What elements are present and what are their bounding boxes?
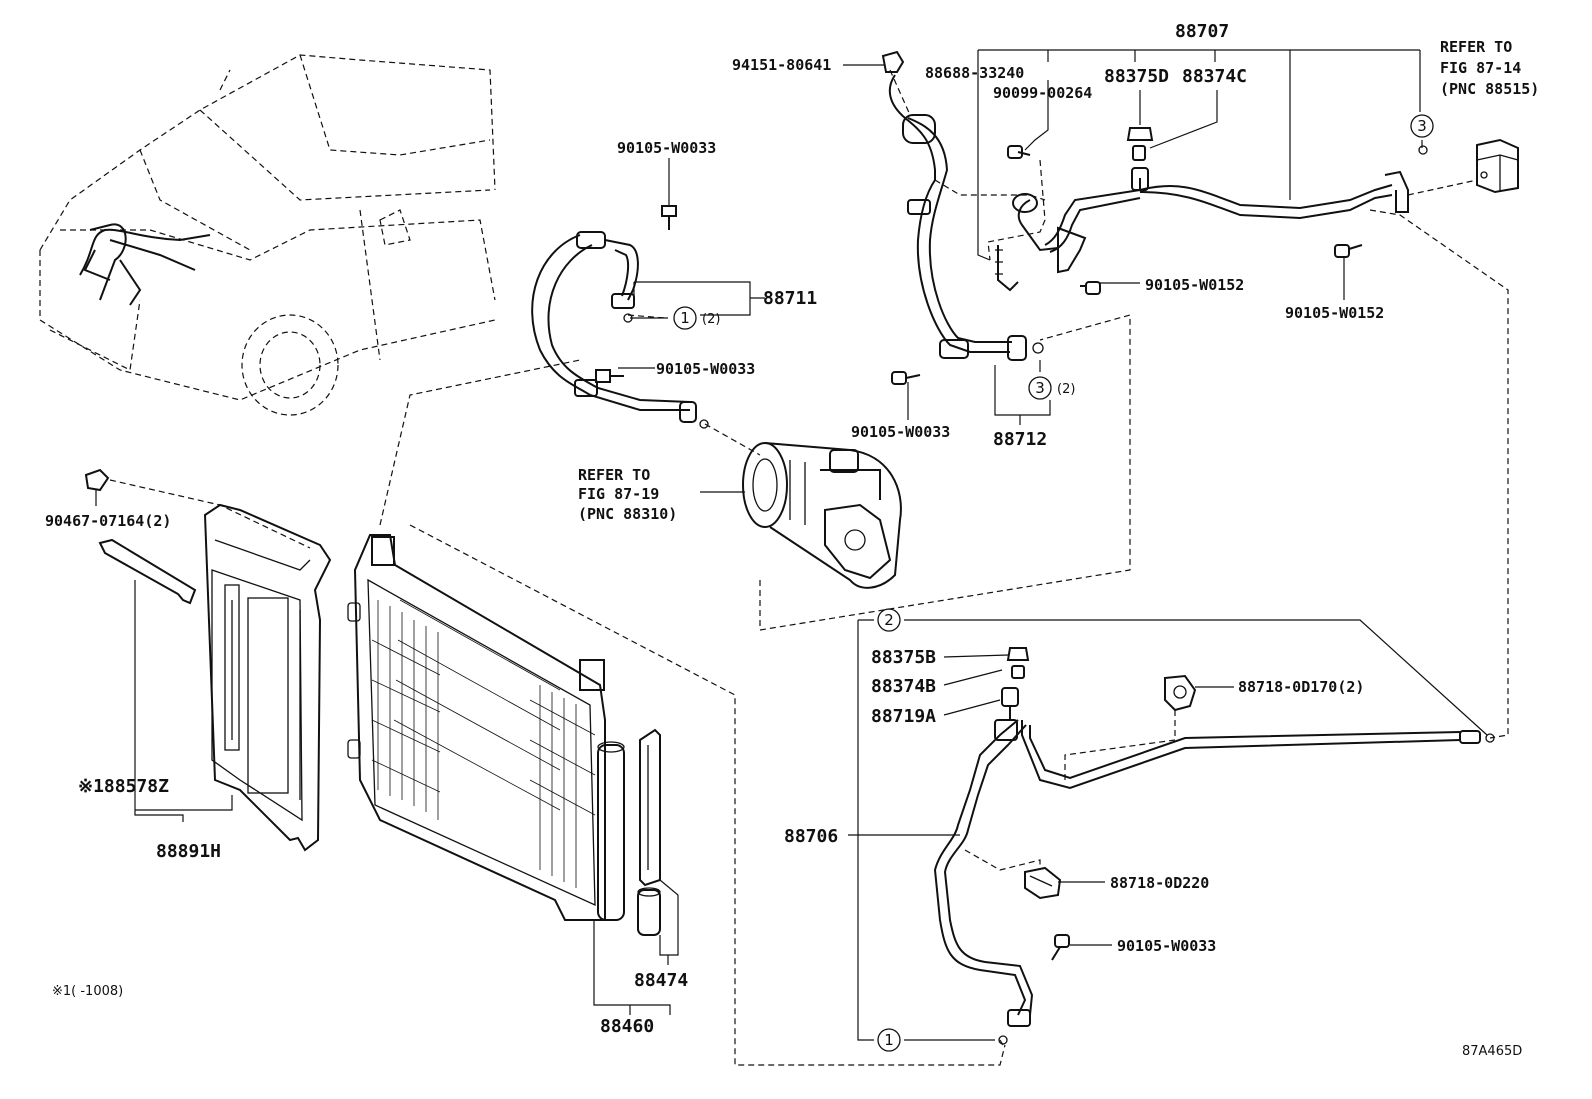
clip-90467 [84,468,110,492]
bolt-90105-w0033-d [1051,934,1070,961]
compressor [742,442,902,589]
callout-1-lower: 1 [877,1028,901,1052]
callout-2: 2 [877,608,901,632]
cap-88375B [1006,647,1030,661]
vehicle-illustration [39,54,496,416]
label-90105-w0152-a: 90105-W0152 [1145,276,1244,294]
label-refer-fig-87-14-line3: (PNC 88515) [1440,80,1539,98]
label-90105-w0033-d: 90105-W0033 [1117,937,1216,955]
pipe-clamp-88688 [995,245,1019,292]
label-88578Z: ※188578Z [78,776,169,797]
discharge-hose-88711 [531,231,709,429]
label-88688-33240: 88688-33240 [925,64,1024,82]
dryer-88474 [637,728,661,936]
label-88375D: 88375D [1104,66,1169,87]
suction-hose-88712 [888,74,1044,361]
footnote: ※1( -1008) [52,984,123,999]
seal-88578Z [98,538,197,605]
callout-1-upper: 1 [673,306,697,330]
bolt-90105-w0152-a [1080,281,1101,295]
condenser-hatch [371,599,596,888]
label-90467-07164: 90467-07164(2) [45,512,171,530]
clamp-88718-0D220 [1024,866,1062,900]
label-refer-fig-87-19-line3: (PNC 88310) [578,505,677,523]
label-refer-fig-87-19-line1: REFER TO [578,466,650,484]
label-88374C: 88374C [1182,66,1247,87]
reference-lines [109,69,1509,1066]
label-88374B: 88374B [871,676,936,697]
label-94151-80641: 94151-80641 [732,56,831,74]
valve-88374B [1011,665,1025,679]
liquid-pipe-88706 [933,719,1495,1045]
label-88891H: 88891H [156,841,221,862]
label-88375B: 88375B [871,647,936,668]
valve-88374C [1132,145,1146,161]
shroud-88891H [203,503,332,852]
clamp-88718-0D170 [1164,674,1197,712]
cap-88375D [1126,127,1154,141]
label-88474: 88474 [634,970,688,991]
bolt-90105-w0152-b [1334,244,1363,258]
switch-88719A [1001,687,1019,720]
svg-text:3: 3 [1035,379,1045,397]
label-88718-0D220: 88718-0D220 [1110,874,1209,892]
label-88460: 88460 [600,1016,654,1037]
label-refer-fig-87-19-line2: FIG 87-19 [578,485,659,503]
label-90105-w0033-c: 90105-W0033 [851,423,950,441]
svg-text:1: 1 [884,1031,894,1049]
condenser-88460 [347,534,625,921]
label-90105-w0152-b: 90105-W0152 [1285,304,1384,322]
nut-94151-80641 [881,50,905,73]
svg-text:2: 2 [884,611,894,629]
label-90105-w0033-top: 90105-W0033 [617,139,716,157]
svg-text:1: 1 [680,309,690,327]
part-labels: 94151-80641 88707 88688-33240 90099-0026… [45,21,1539,1059]
expansion-valve-ref [1476,138,1519,194]
label-88712: 88712 [993,429,1047,450]
label-refer-fig-87-14-line2: FIG 87-14 [1440,59,1521,77]
label-88719A: 88719A [871,706,936,727]
label-88706: 88706 [784,826,838,847]
label-90099-00264: 90099-00264 [993,84,1092,102]
svg-text:3: 3 [1417,117,1427,135]
label-refer-fig-87-14-line1: REFER TO [1440,38,1512,56]
bolt-90105-w0033-mid [595,369,624,383]
label-88707: 88707 [1175,21,1229,42]
callout-3-upper: 3 [1410,114,1434,138]
figure-code: 87A465D [1462,1044,1522,1059]
bolt-90099-00264 [1007,145,1031,159]
label-88711: 88711 [763,288,817,309]
label-90105-w0033-mid: 90105-W0033 [656,360,755,378]
bolt-90105-w0033-top [661,205,677,230]
pipe-88707 [1012,145,1428,274]
leader-lines [95,49,1488,1041]
label-qty-1-upper: (2) [702,312,720,327]
bolt-90105-w0033-c [891,371,921,385]
label-88718-0D170: 88718-0D170(2) [1238,678,1364,696]
label-qty-3-mid: (2) [1057,382,1075,397]
callout-3-mid: 3 [1028,376,1052,400]
